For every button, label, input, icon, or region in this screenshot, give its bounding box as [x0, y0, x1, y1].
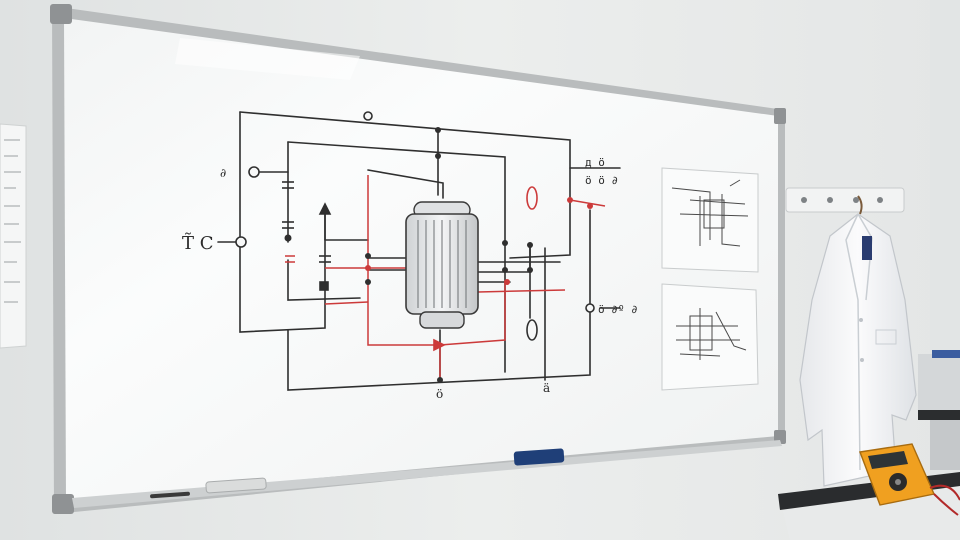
whiteboard-eraser[interactable]: [513, 448, 565, 466]
pinned-sheet-bottom: [661, 283, 759, 391]
motor-component: [405, 201, 479, 329]
label-right: ö ∂º ∂: [598, 303, 638, 316]
coat-hook-rail: [785, 187, 905, 213]
marker-small[interactable]: [150, 491, 190, 499]
label-left: T̃ C: [182, 232, 214, 254]
circuit-components: [235, 111, 595, 352]
label-bottom: ö: [436, 387, 443, 401]
marker[interactable]: [205, 477, 267, 494]
left-pinned-sheet: [0, 123, 27, 349]
circuit-junctions: [284, 127, 593, 383]
board-glare: [175, 38, 360, 80]
label-top-left: ∂: [220, 166, 226, 180]
label-top-right-2: ö ö ∂: [585, 174, 618, 187]
lab-shelf: [918, 350, 960, 470]
marker-tray: [72, 440, 782, 508]
pinned-sheet-top: [661, 167, 759, 273]
multimeter[interactable]: [859, 443, 960, 516]
lab-coat: [799, 195, 917, 487]
label-top-right: д ö: [585, 156, 605, 169]
label-bottom-2: ä: [543, 381, 550, 395]
